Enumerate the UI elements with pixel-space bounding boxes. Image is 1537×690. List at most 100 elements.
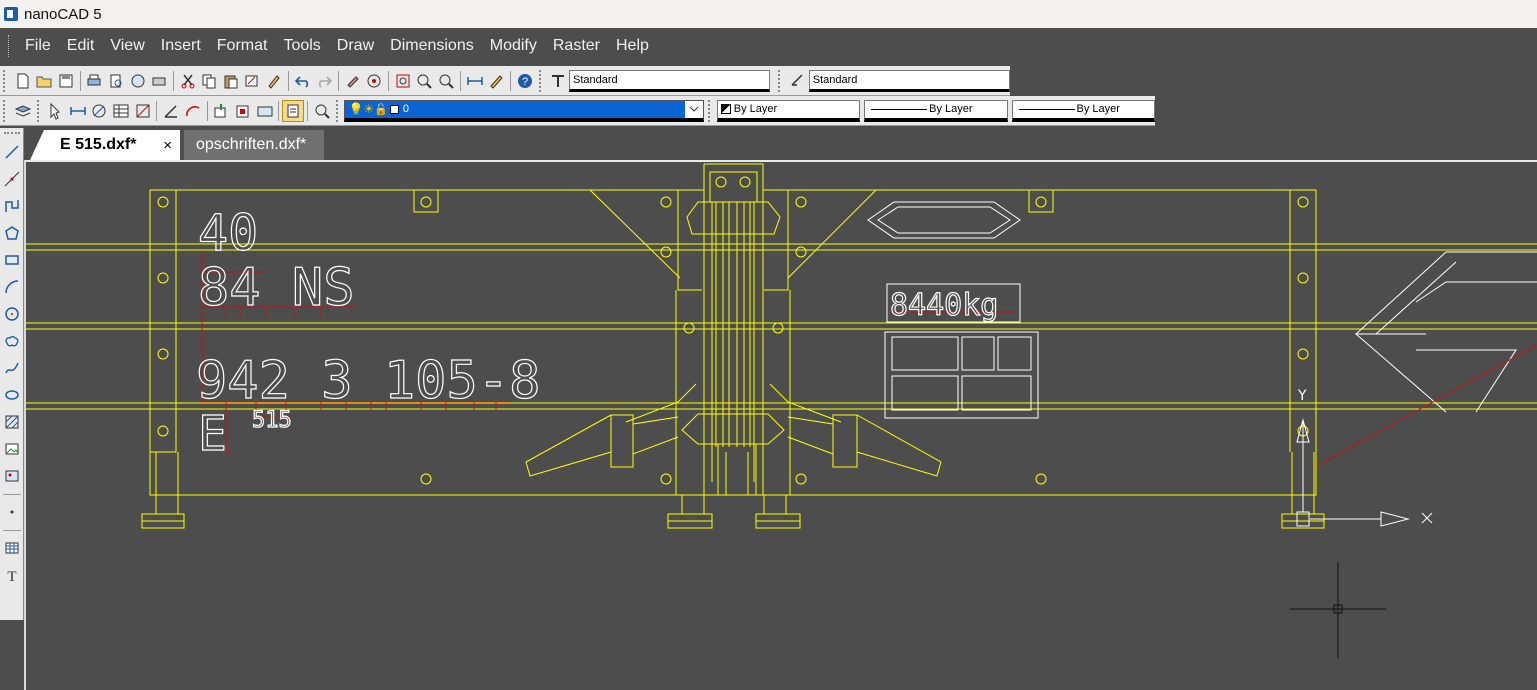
linetype-combo[interactable]: By Layer	[864, 99, 1008, 122]
lineweight-combo[interactable]: By Layer	[1011, 99, 1155, 122]
cut-icon[interactable]	[177, 70, 199, 92]
save-icon[interactable]	[55, 70, 77, 92]
publish-icon[interactable]	[127, 70, 149, 92]
select-cursor-icon[interactable]	[45, 100, 67, 122]
block-insert-icon[interactable]	[211, 100, 233, 122]
redo-icon[interactable]	[313, 70, 335, 92]
arc-dim-icon[interactable]	[182, 100, 204, 122]
toolbar-grip[interactable]	[36, 99, 43, 122]
copy-icon[interactable]	[199, 70, 221, 92]
menu-help[interactable]: Help	[615, 37, 649, 54]
table-draw-icon[interactable]	[2, 537, 22, 559]
toolbar-separator	[278, 100, 280, 121]
ellipse-icon[interactable]	[2, 384, 22, 406]
close-icon[interactable]: ×	[163, 136, 172, 154]
menu-insert[interactable]: Insert	[160, 37, 201, 54]
menu-edit[interactable]: Edit	[66, 37, 95, 54]
properties-toggle-icon[interactable]	[282, 99, 304, 122]
layer-combo[interactable]: 💡 ☀ 🔓 0	[344, 99, 704, 122]
menu-tools[interactable]: Tools	[283, 37, 321, 54]
match-properties-icon[interactable]	[242, 70, 264, 92]
new-file-icon[interactable]	[12, 70, 34, 92]
insert-image-icon[interactable]	[2, 438, 22, 460]
toolbar-grip[interactable]	[3, 132, 20, 135]
table-icon[interactable]	[110, 100, 132, 122]
toolbar-grip[interactable]	[778, 69, 784, 92]
undo-icon[interactable]	[292, 70, 314, 92]
dim-style-combo[interactable]: Standard	[808, 69, 1010, 92]
orbit-icon[interactable]	[364, 70, 386, 92]
spline-icon[interactable]	[2, 357, 22, 379]
window-title: nanoCAD 5	[24, 5, 102, 23]
linear-dim-icon[interactable]	[67, 100, 89, 122]
toolbar-separator	[2, 494, 21, 495]
toolbar-separator	[306, 100, 308, 121]
line-icon[interactable]	[2, 141, 22, 163]
print-icon[interactable]	[84, 70, 106, 92]
menu-view[interactable]: View	[110, 37, 145, 54]
menu-modify[interactable]: Modify	[489, 37, 537, 54]
color-combo[interactable]: By Layer	[716, 99, 861, 122]
drawing-text-84ns[interactable]: 84 NS	[197, 257, 355, 318]
layer-on-icon[interactable]: 💡	[348, 102, 364, 116]
menu-file[interactable]: File	[25, 37, 51, 54]
drawing-canvas[interactable]: 40 84 NS 942 3 105-8 E 515 8440kg Y	[26, 160, 1537, 690]
layer-freeze-icon[interactable]: ☀	[363, 102, 375, 116]
diameter-icon[interactable]	[89, 100, 111, 122]
drawing-text-942[interactable]: 942 3 105-8	[195, 350, 541, 411]
zoom-window-icon[interactable]	[392, 70, 414, 92]
menu-draw[interactable]: Draw	[336, 37, 375, 54]
layer-manager-icon[interactable]	[311, 100, 333, 122]
menu-format[interactable]: Format	[216, 37, 268, 54]
toolbar-grip[interactable]	[335, 99, 342, 122]
zoom-icon[interactable]	[435, 70, 457, 92]
tab-label: E 515.dxf*	[60, 136, 137, 153]
insert-raster-icon[interactable]	[2, 465, 22, 487]
paste-icon[interactable]	[220, 70, 242, 92]
toolbar-grip[interactable]	[3, 99, 9, 122]
circle-icon[interactable]	[2, 303, 22, 325]
arc-icon[interactable]	[2, 276, 22, 298]
construction-line-icon[interactable]	[2, 168, 22, 190]
text-style-icon[interactable]	[547, 70, 569, 92]
tab-opschriften[interactable]: opschriften.dxf*	[184, 130, 324, 160]
revision-cloud-icon[interactable]	[2, 330, 22, 352]
distance-icon[interactable]	[464, 70, 486, 92]
layers-icon[interactable]	[12, 100, 34, 122]
xref-icon[interactable]	[254, 100, 276, 122]
toolbar-grip[interactable]	[538, 69, 545, 92]
toolbar-separator	[459, 70, 461, 91]
menu-grip[interactable]	[8, 35, 11, 57]
hatch-icon[interactable]	[2, 411, 22, 433]
menu-raster[interactable]: Raster	[552, 37, 600, 54]
pan-icon[interactable]	[342, 70, 364, 92]
text-style-combo[interactable]: Standard	[569, 69, 771, 92]
toolbar-grip[interactable]	[707, 99, 714, 122]
layer-lock-icon[interactable]: 🔓	[374, 103, 388, 116]
drawing-text-40[interactable]: 40	[197, 203, 258, 262]
open-folder-icon[interactable]	[34, 70, 56, 92]
polyline-icon[interactable]	[2, 195, 22, 217]
zoom-extents-icon[interactable]	[414, 70, 436, 92]
menu-dimensions[interactable]: Dimensions	[390, 37, 474, 54]
hatch-grid-icon[interactable]	[132, 100, 154, 122]
text-icon[interactable]: T	[2, 564, 22, 586]
angle-icon[interactable]	[160, 100, 182, 122]
chevron-down-icon[interactable]	[684, 100, 703, 118]
drawing-text-e[interactable]: E	[197, 405, 227, 462]
print-preview-icon[interactable]	[105, 70, 127, 92]
drawing-text-515[interactable]: 515	[251, 407, 292, 433]
plot-icon[interactable]	[148, 70, 170, 92]
layer-name: 0	[402, 103, 410, 115]
help-icon[interactable]: ?	[514, 70, 536, 92]
tab-e515[interactable]: E 515.dxf* ×	[30, 130, 180, 160]
drawing-text-weight[interactable]: 8440kg	[889, 287, 999, 323]
point-icon[interactable]	[2, 501, 22, 523]
rectangle-icon[interactable]	[2, 249, 22, 271]
block-edit-icon[interactable]	[232, 100, 254, 122]
dim-style-icon[interactable]	[787, 70, 809, 92]
brush-icon[interactable]	[263, 70, 285, 92]
pencil-icon[interactable]	[485, 70, 507, 92]
polygon-icon[interactable]	[2, 222, 22, 244]
toolbar-grip[interactable]	[3, 69, 9, 92]
